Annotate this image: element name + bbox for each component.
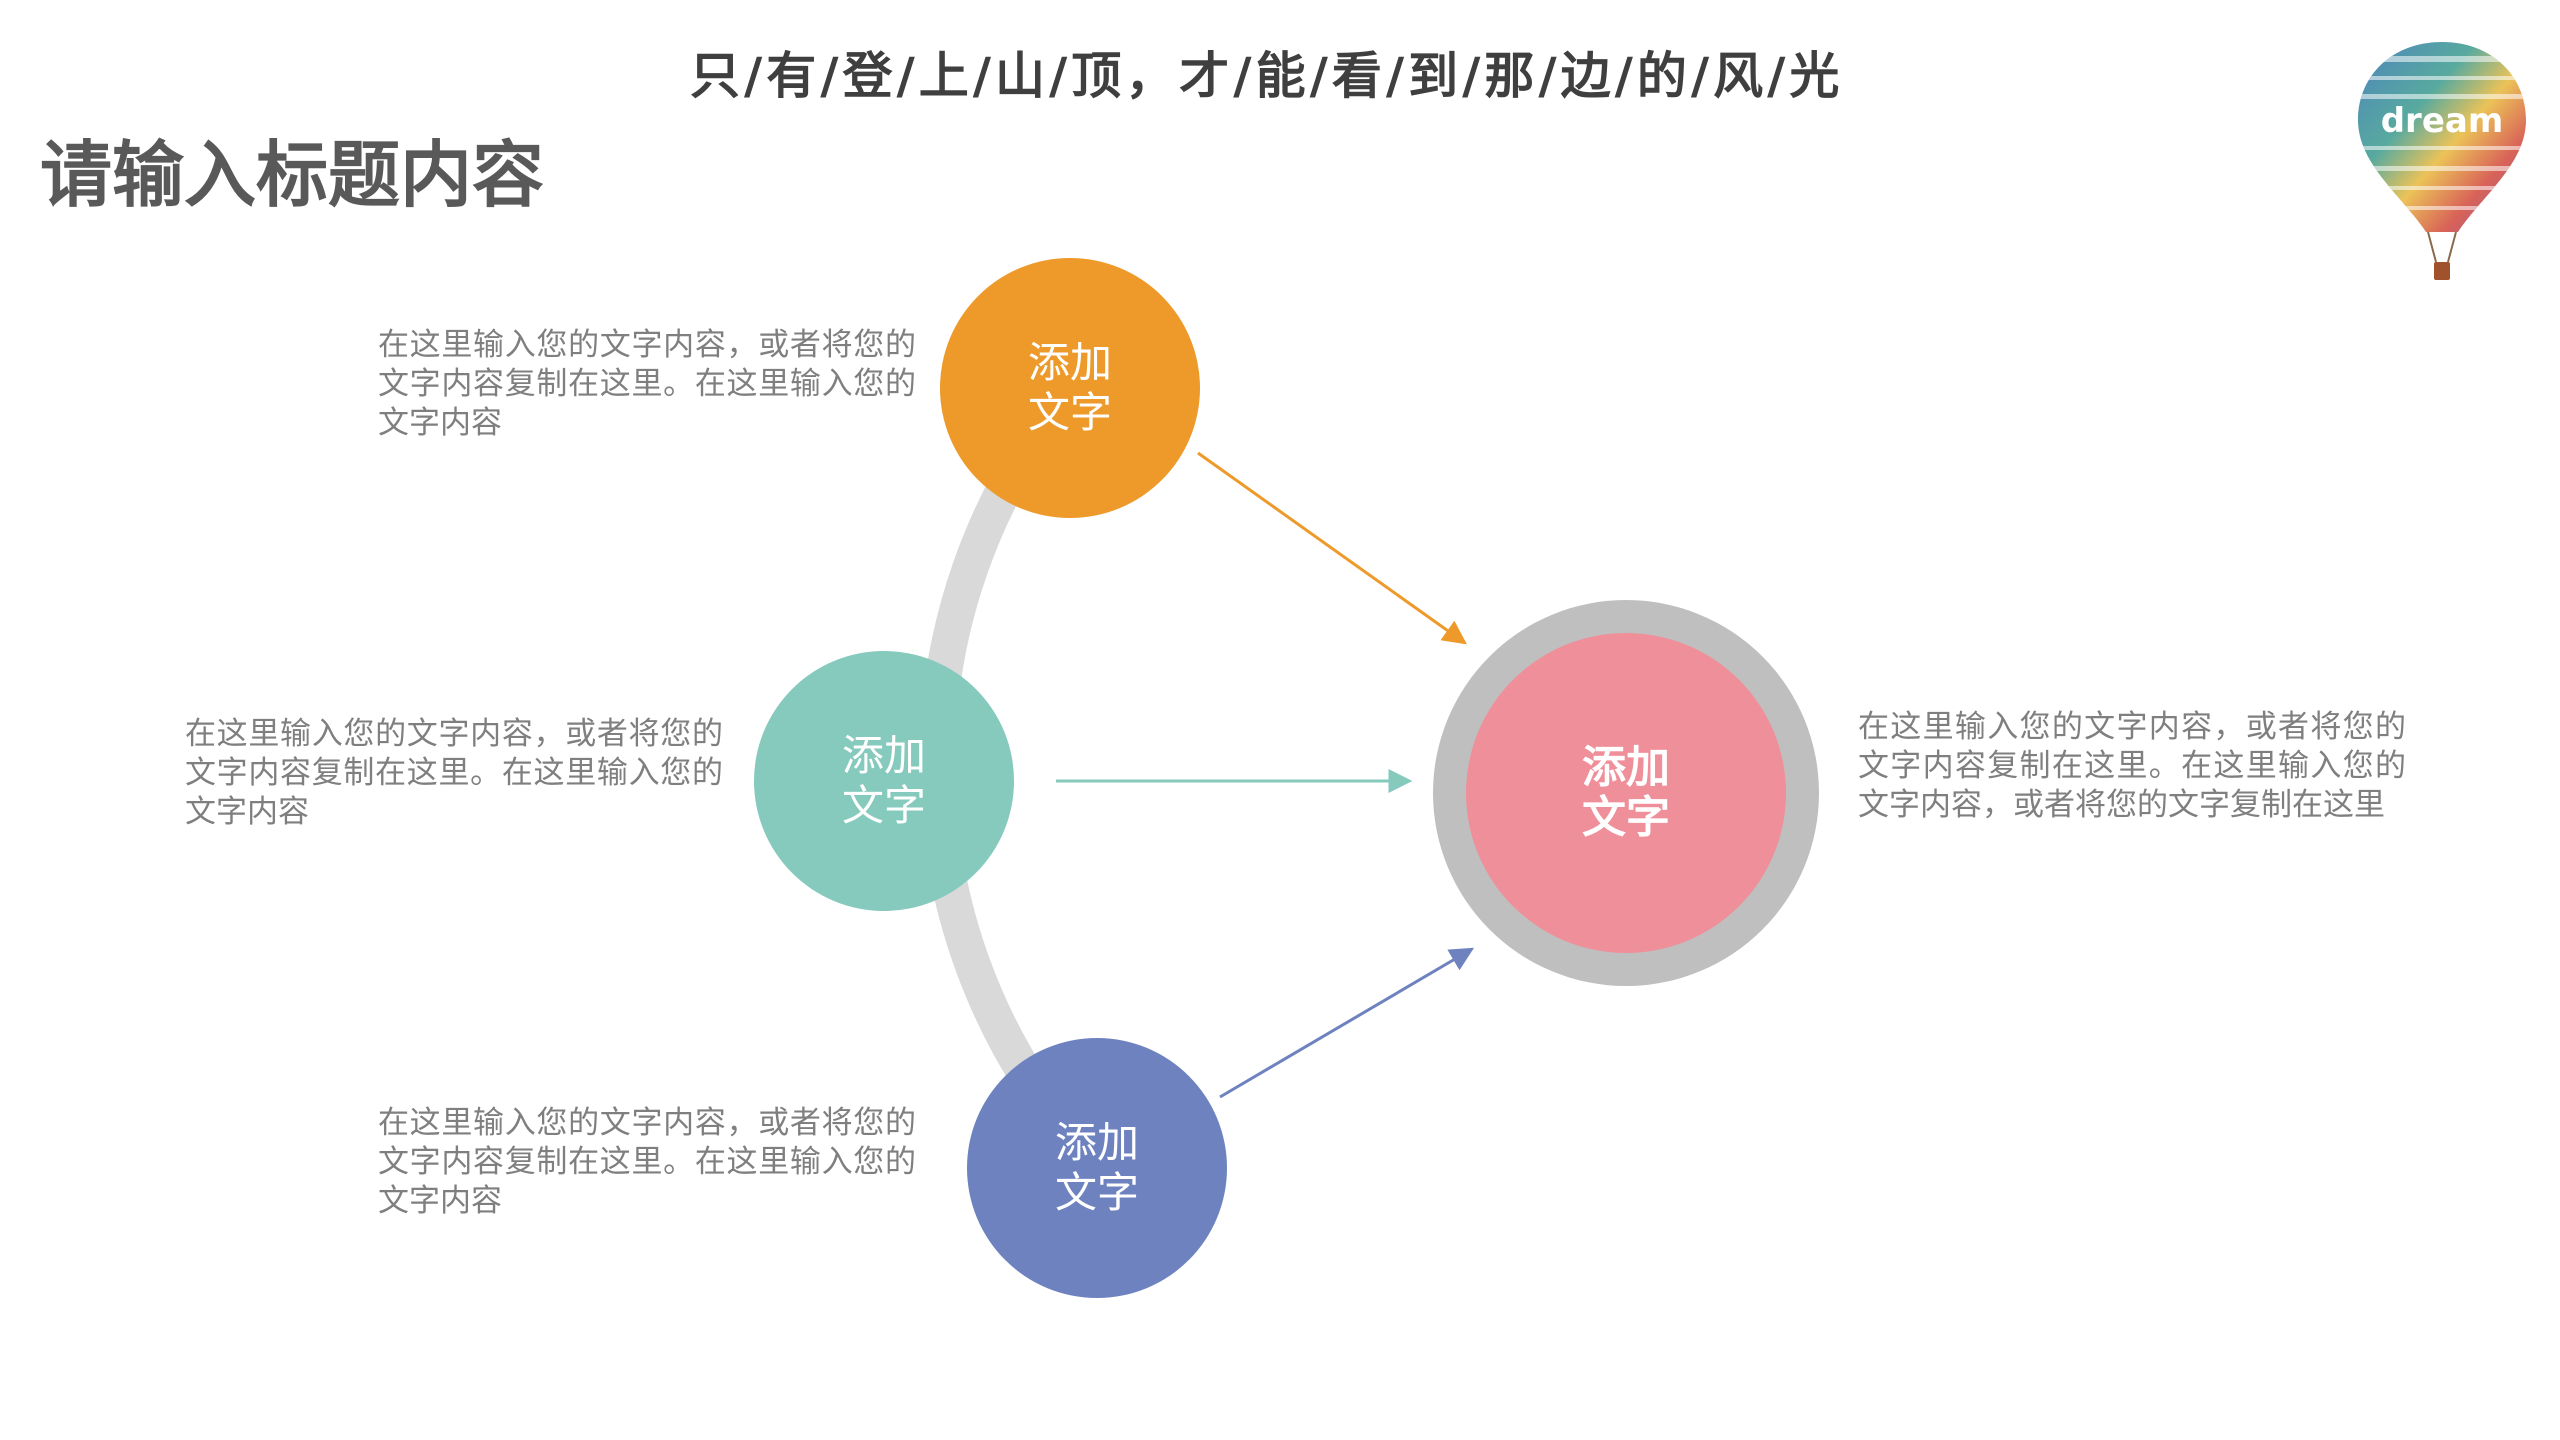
arrow-top-to-center	[1197, 451, 1467, 645]
node-top	[940, 258, 1200, 518]
node-top-line2: 文字	[1027, 388, 1112, 437]
balloon-basket	[2434, 262, 2450, 280]
page-title: 请输入标题内容	[40, 132, 545, 217]
description-top: 在这里输入您的文字内容，或者将您的文字内容复制在这里。在这里输入您的文字内容	[378, 327, 916, 441]
arrow-bottom-to-center	[1219, 947, 1475, 1099]
node-bottom	[967, 1038, 1227, 1298]
node-center-line2: 文字	[1582, 792, 1670, 843]
node-center	[1466, 633, 1786, 953]
node-top-line1: 添加	[1027, 338, 1112, 387]
description-middle: 在这里输入您的文字内容，或者将您的文字内容复制在这里。在这里输入您的文字内容	[185, 716, 723, 830]
hot-air-balloon-logo: dream	[2358, 42, 2526, 280]
node-middle-line2: 文字	[841, 781, 926, 830]
node-bottom-line2: 文字	[1054, 1168, 1139, 1217]
description-bottom: 在这里输入您的文字内容，或者将您的文字内容复制在这里。在这里输入您的文字内容	[378, 1105, 916, 1219]
balloon-envelope	[2358, 42, 2526, 232]
node-middle-line1: 添加	[841, 731, 926, 780]
balloon-word: dream	[2381, 101, 2504, 141]
motto-text: 只/有/登/上/山/顶，才/能/看/到/那/边/的/风/光	[690, 46, 1844, 105]
node-middle	[754, 651, 1014, 911]
node-middle-label: 添加 文字	[789, 721, 979, 841]
description-center: 在这里输入您的文字内容，或者将您的文字内容复制在这里。在这里输入您的文字内容，或…	[1858, 709, 2406, 823]
node-center-label: 添加 文字	[1531, 733, 1721, 853]
node-center-line1: 添加	[1582, 742, 1670, 793]
node-bottom-label: 添加 文字	[1002, 1108, 1192, 1228]
node-bottom-line1: 添加	[1054, 1118, 1139, 1167]
node-top-label: 添加 文字	[975, 328, 1165, 448]
